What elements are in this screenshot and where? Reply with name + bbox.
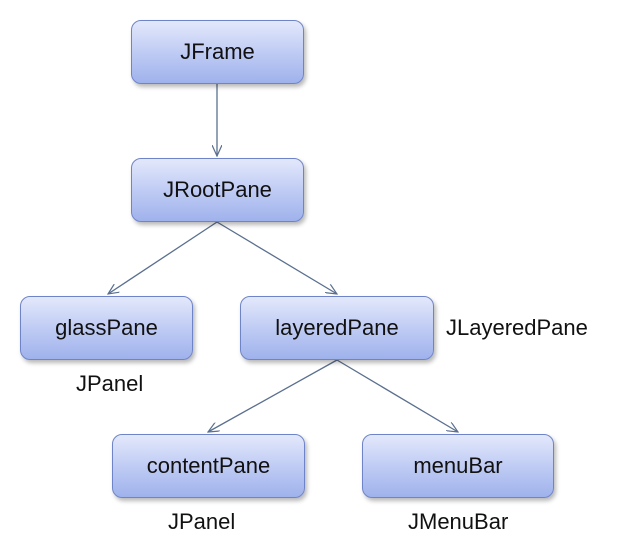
node-menubar: menuBar: [362, 434, 554, 498]
edge-jrootpane-layeredpane: [216, 221, 337, 294]
caption-contentpane-jpanel: JPanel: [168, 509, 236, 534]
caption-glasspane-jpanel: JPanel: [76, 371, 144, 396]
node-contentpane: contentPane: [112, 434, 305, 498]
caption-jlayeredpane: JLayeredPane: [446, 315, 588, 340]
edge-layeredpane-menubar: [336, 359, 458, 432]
node-layeredpane: layeredPane: [240, 296, 434, 360]
edge-layeredpane-contentpane: [208, 359, 338, 432]
node-glasspane: glassPane: [20, 296, 193, 360]
node-jrootpane: JRootPane: [131, 158, 304, 222]
edge-jrootpane-glasspane: [108, 221, 218, 294]
caption-jmenubar: JMenuBar: [408, 509, 509, 534]
node-jframe: JFrame: [131, 20, 304, 84]
